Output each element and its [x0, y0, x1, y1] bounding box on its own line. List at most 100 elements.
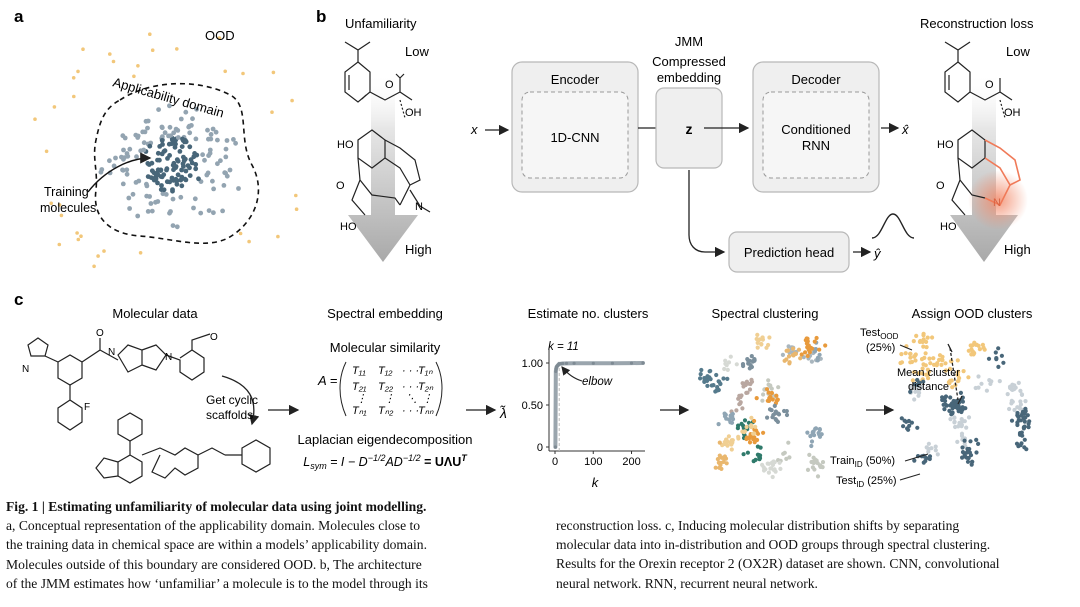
in-distribution-point	[956, 409, 961, 414]
test-ood-point	[922, 355, 927, 360]
cluster-point	[750, 359, 755, 364]
cluster-point	[754, 396, 759, 401]
svg-text:⋮: ⋮	[422, 393, 433, 405]
test-ood-point	[923, 351, 928, 356]
training-point	[233, 140, 239, 146]
in-distribution-point	[956, 404, 961, 409]
training-point	[154, 170, 160, 176]
in-distribution-point	[952, 420, 957, 425]
ood-point	[223, 69, 227, 74]
test-ood-point	[947, 381, 952, 386]
test-ood-point	[917, 371, 922, 376]
in-distribution-point	[976, 441, 981, 446]
in-distribution-point	[921, 460, 926, 465]
f-atom-label: F	[84, 402, 90, 413]
cluster-point	[812, 460, 817, 465]
jmm-label: JMM	[675, 34, 703, 49]
cluster-point	[770, 460, 775, 465]
training-point	[124, 167, 130, 173]
cluster-point	[791, 346, 796, 351]
test-ood-point	[961, 369, 966, 374]
low-label-left: Low	[405, 44, 429, 59]
in-distribution-point	[935, 452, 940, 457]
in-distribution-point	[909, 420, 915, 425]
test-ood-point	[948, 366, 953, 371]
training-point	[179, 167, 185, 173]
in-distribution-point	[957, 423, 962, 428]
in-distribution-point	[913, 389, 918, 394]
reconstruction-loss-label: Reconstruction loss	[920, 16, 1034, 31]
ood-point	[71, 76, 76, 80]
train-id-label: TrainID (50%)	[830, 455, 895, 469]
cluster-point	[744, 435, 750, 440]
cluster-point	[761, 392, 766, 397]
in-distribution-point	[1018, 418, 1024, 423]
molecular-data-title: Molecular data	[112, 306, 198, 321]
cluster-point	[766, 342, 771, 348]
in-distribution-point	[974, 437, 979, 442]
training-point	[126, 195, 132, 201]
ood-point	[136, 64, 140, 68]
training-point	[145, 125, 150, 131]
training-point	[147, 143, 153, 149]
ood-point	[49, 201, 53, 206]
test-ood-point	[970, 343, 975, 348]
svg-text:T₁ₙ: T₁ₙ	[418, 365, 433, 377]
cluster-point	[760, 398, 765, 403]
training-point	[174, 181, 180, 187]
ood-point	[238, 231, 243, 236]
in-distribution-point	[996, 346, 1001, 351]
o-label-left-2: O	[336, 180, 345, 192]
in-distribution-point	[1012, 383, 1017, 388]
training-point	[236, 186, 241, 191]
ood-point	[52, 105, 57, 109]
training-point	[208, 132, 214, 137]
training-point	[161, 149, 167, 154]
svg-text:T₁₁: T₁₁	[352, 365, 366, 377]
test-ood-point	[899, 352, 904, 357]
in-distribution-point	[959, 417, 964, 422]
training-point	[148, 175, 154, 181]
test-ood-point	[939, 362, 944, 367]
cluster-point	[755, 332, 760, 337]
cluster-point	[734, 362, 739, 367]
cluster-point	[741, 452, 746, 457]
cluster-point	[715, 388, 720, 393]
ood-point	[76, 237, 81, 242]
cluster-point	[728, 420, 733, 425]
cluster-point	[780, 352, 786, 357]
ood-point	[57, 203, 62, 207]
in-distribution-point	[1005, 392, 1010, 397]
training-point	[188, 157, 194, 163]
cluster-point	[723, 358, 728, 363]
in-distribution-point	[949, 412, 954, 417]
cluster-point	[817, 347, 822, 352]
training-point	[202, 157, 207, 163]
test-ood-point	[943, 368, 949, 373]
caption-right: reconstruction loss. c, Inducing molecul…	[556, 516, 1076, 593]
cluster-point	[791, 353, 796, 358]
test-ood-point	[974, 342, 979, 347]
test-ood-point	[910, 378, 916, 383]
cluster-point	[772, 467, 777, 472]
cluster-point	[805, 467, 811, 472]
caption-left-line-4: of the JMM estimates how ‘unfamiliar’ a …	[6, 575, 428, 591]
cluster-point	[734, 408, 739, 413]
training-point	[206, 208, 212, 214]
spectral-clustering-scatter	[698, 332, 828, 480]
ood-point	[217, 36, 222, 40]
training-point	[158, 168, 164, 174]
ood-point	[290, 98, 294, 103]
panel-b-label: b	[316, 7, 326, 26]
training-point	[160, 142, 165, 147]
train-id-pointer	[904, 453, 929, 462]
cluster-point	[765, 415, 770, 420]
test-ood-point	[957, 376, 962, 381]
cluster-point	[755, 345, 760, 350]
in-distribution-point	[915, 377, 920, 383]
test-ood-point	[908, 355, 913, 360]
training-point	[159, 138, 165, 143]
in-distribution-point	[967, 446, 972, 452]
elbow-arrow	[561, 366, 583, 382]
cluster-point	[740, 406, 745, 411]
